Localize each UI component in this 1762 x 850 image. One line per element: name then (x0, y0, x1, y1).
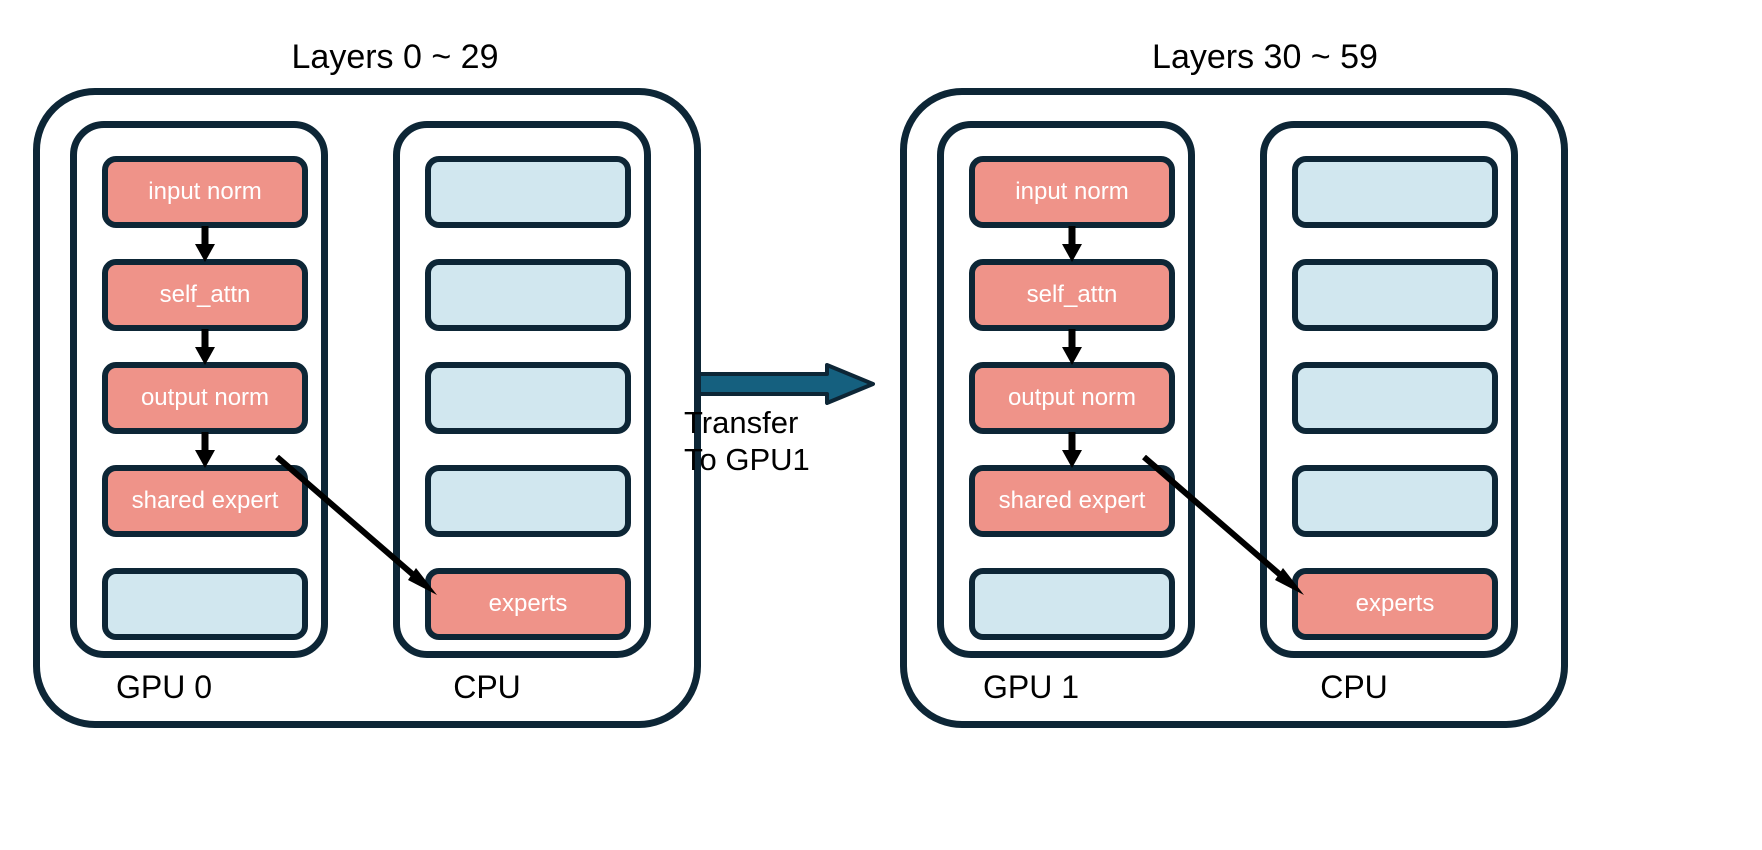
unit-empty-slot (969, 568, 1175, 640)
unit-output-norm: output norm (969, 362, 1175, 434)
panel-title-left: Layers 0 ~ 29 (291, 38, 499, 76)
unit-empty-slot (102, 568, 308, 640)
unit-empty-slot (1292, 465, 1498, 537)
panel-title-right: Layers 30 ~ 59 (1152, 38, 1378, 76)
unit-input-norm: input norm (969, 156, 1175, 228)
flow-arrow-down-icon (1062, 329, 1082, 365)
flow-arrow-down-icon (195, 329, 215, 365)
unit-self-attn: self_attn (102, 259, 308, 331)
device-label-gpu1: GPU 1 (982, 669, 1080, 705)
flow-arrow-down-icon (1062, 432, 1082, 468)
unit-shared-expert: shared expert (969, 465, 1175, 537)
unit-empty-slot (425, 259, 631, 331)
cpu-column-right: experts (1260, 121, 1518, 658)
transfer-arrow-icon (697, 363, 875, 405)
unit-empty-slot (425, 362, 631, 434)
cpu-column-left: experts (393, 121, 651, 658)
device-label-cpu-left: CPU (453, 669, 521, 705)
panel-layers-0-29: input norm self_attn output norm shared … (33, 88, 701, 728)
unit-empty-slot (1292, 156, 1498, 228)
unit-empty-slot (425, 465, 631, 537)
transfer-label-line1: Transfer (684, 405, 799, 440)
panel-layers-30-59: input norm self_attn output norm shared … (900, 88, 1568, 728)
unit-shared-expert: shared expert (102, 465, 308, 537)
flow-arrow-down-icon (195, 226, 215, 262)
unit-experts: experts (425, 568, 631, 640)
device-label-cpu-right: CPU (1320, 669, 1388, 705)
unit-empty-slot (1292, 259, 1498, 331)
flow-arrow-down-icon (1062, 226, 1082, 262)
unit-output-norm: output norm (102, 362, 308, 434)
unit-self-attn: self_attn (969, 259, 1175, 331)
unit-empty-slot (1292, 362, 1498, 434)
gpu-column-left: input norm self_attn output norm shared … (70, 121, 328, 658)
unit-experts: experts (1292, 568, 1498, 640)
transfer-label-line2: To GPU1 (684, 442, 810, 477)
unit-input-norm: input norm (102, 156, 308, 228)
flow-arrow-down-icon (195, 432, 215, 468)
unit-empty-slot (425, 156, 631, 228)
gpu-column-right: input norm self_attn output norm shared … (937, 121, 1195, 658)
transfer-label: Transfer To GPU1 (684, 404, 894, 478)
device-label-gpu0: GPU 0 (115, 669, 213, 705)
